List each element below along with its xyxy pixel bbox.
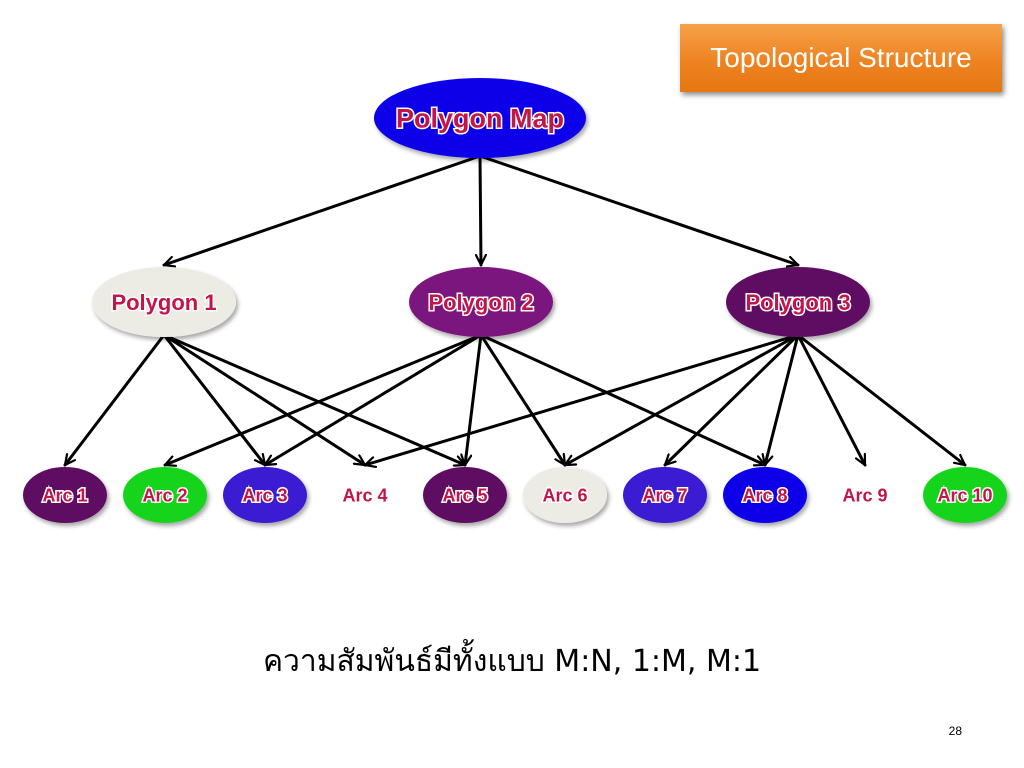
edge-p3-to-a9 [796, 333, 867, 467]
arc-label: Arc 5 [442, 485, 487, 505]
arc-ellipse [423, 467, 507, 523]
edge-p2-to-a5 [465, 333, 483, 467]
node-arc-a7: Arc 7 [623, 467, 707, 523]
arc-label: Arc 8 [742, 485, 787, 505]
edge-p2-to-a3 [263, 333, 483, 467]
arc-label: Arc 4 [342, 485, 387, 505]
arc-ellipse [623, 467, 707, 523]
arc-label: Arc 6 [542, 485, 587, 505]
slide-title-box: Topological Structure [680, 24, 1002, 92]
edge-p3-to-a8 [765, 333, 800, 467]
edge-p3-to-a4 [363, 333, 800, 465]
edge-p3-to-a6 [563, 333, 800, 467]
edge-p1-to-a1 [63, 333, 166, 467]
edge-p3-to-a7 [663, 333, 800, 467]
arc-ellipse [723, 467, 807, 523]
root-ellipse [374, 78, 586, 158]
arc-ellipse [123, 467, 207, 523]
node-polygon-p2: Polygon 2 [409, 267, 553, 337]
arc-label: Arc 2 [142, 485, 187, 505]
edge-p1-to-a5 [162, 333, 467, 465]
arc-ellipse [23, 467, 107, 523]
node-arc-a8: Arc 8 [723, 467, 807, 523]
polygon-ellipse [726, 267, 870, 337]
node-polygon-p1: Polygon 1 [92, 267, 236, 337]
edge-map-to-p1 [162, 154, 482, 265]
node-arc-a5: Arc 5 [423, 467, 507, 523]
node-arc-a1: Arc 1 [23, 467, 107, 523]
edge-p3-to-a10 [796, 333, 967, 467]
polygon-label: Polygon 2 [428, 290, 533, 315]
root-label: Polygon Map [396, 104, 564, 134]
arc-label: Arc 3 [242, 485, 287, 505]
polygon-label: Polygon 3 [745, 290, 850, 315]
arc-label: Arc 1 [42, 485, 87, 505]
node-arc-a9: Arc 9 [841, 484, 889, 507]
page-number: 28 [948, 724, 962, 738]
edge-p2-to-a8 [479, 333, 767, 467]
arc-ellipse [223, 467, 307, 523]
edges-layer [63, 154, 967, 467]
relationship-caption: ความสัมพันธ์มีทั้งแบบ M:N, 1:M, M:1 [262, 644, 762, 679]
arc-ellipse [923, 467, 1007, 523]
edge-p2-to-a6 [479, 333, 567, 467]
edge-map-to-p2 [480, 154, 481, 267]
arc-ellipse [523, 467, 607, 523]
polygon-ellipse [92, 267, 236, 337]
node-arc-a3: Arc 3 [223, 467, 307, 523]
node-arc-a4: Arc 4 [341, 484, 389, 507]
arc-label: Arc 9 [842, 485, 887, 505]
edge-map-to-p3 [478, 154, 800, 265]
arc-label: Arc 10 [937, 485, 992, 505]
polygon-label: Polygon 1 [111, 290, 216, 315]
arc-label: Arc 7 [642, 485, 687, 505]
node-arc-a10: Arc 10 [923, 467, 1007, 523]
node-root-map: Polygon Map [374, 78, 586, 158]
slide-title: Topological Structure [710, 42, 972, 73]
edge-p2-to-a2 [163, 333, 483, 465]
node-polygon-p3: Polygon 3 [726, 267, 870, 337]
node-arc-a2: Arc 2 [123, 467, 207, 523]
node-arc-a6: Arc 6 [523, 467, 607, 523]
edge-p1-to-a4 [162, 333, 367, 467]
polygon-ellipse [409, 267, 553, 337]
edge-p1-to-a3 [162, 333, 267, 467]
